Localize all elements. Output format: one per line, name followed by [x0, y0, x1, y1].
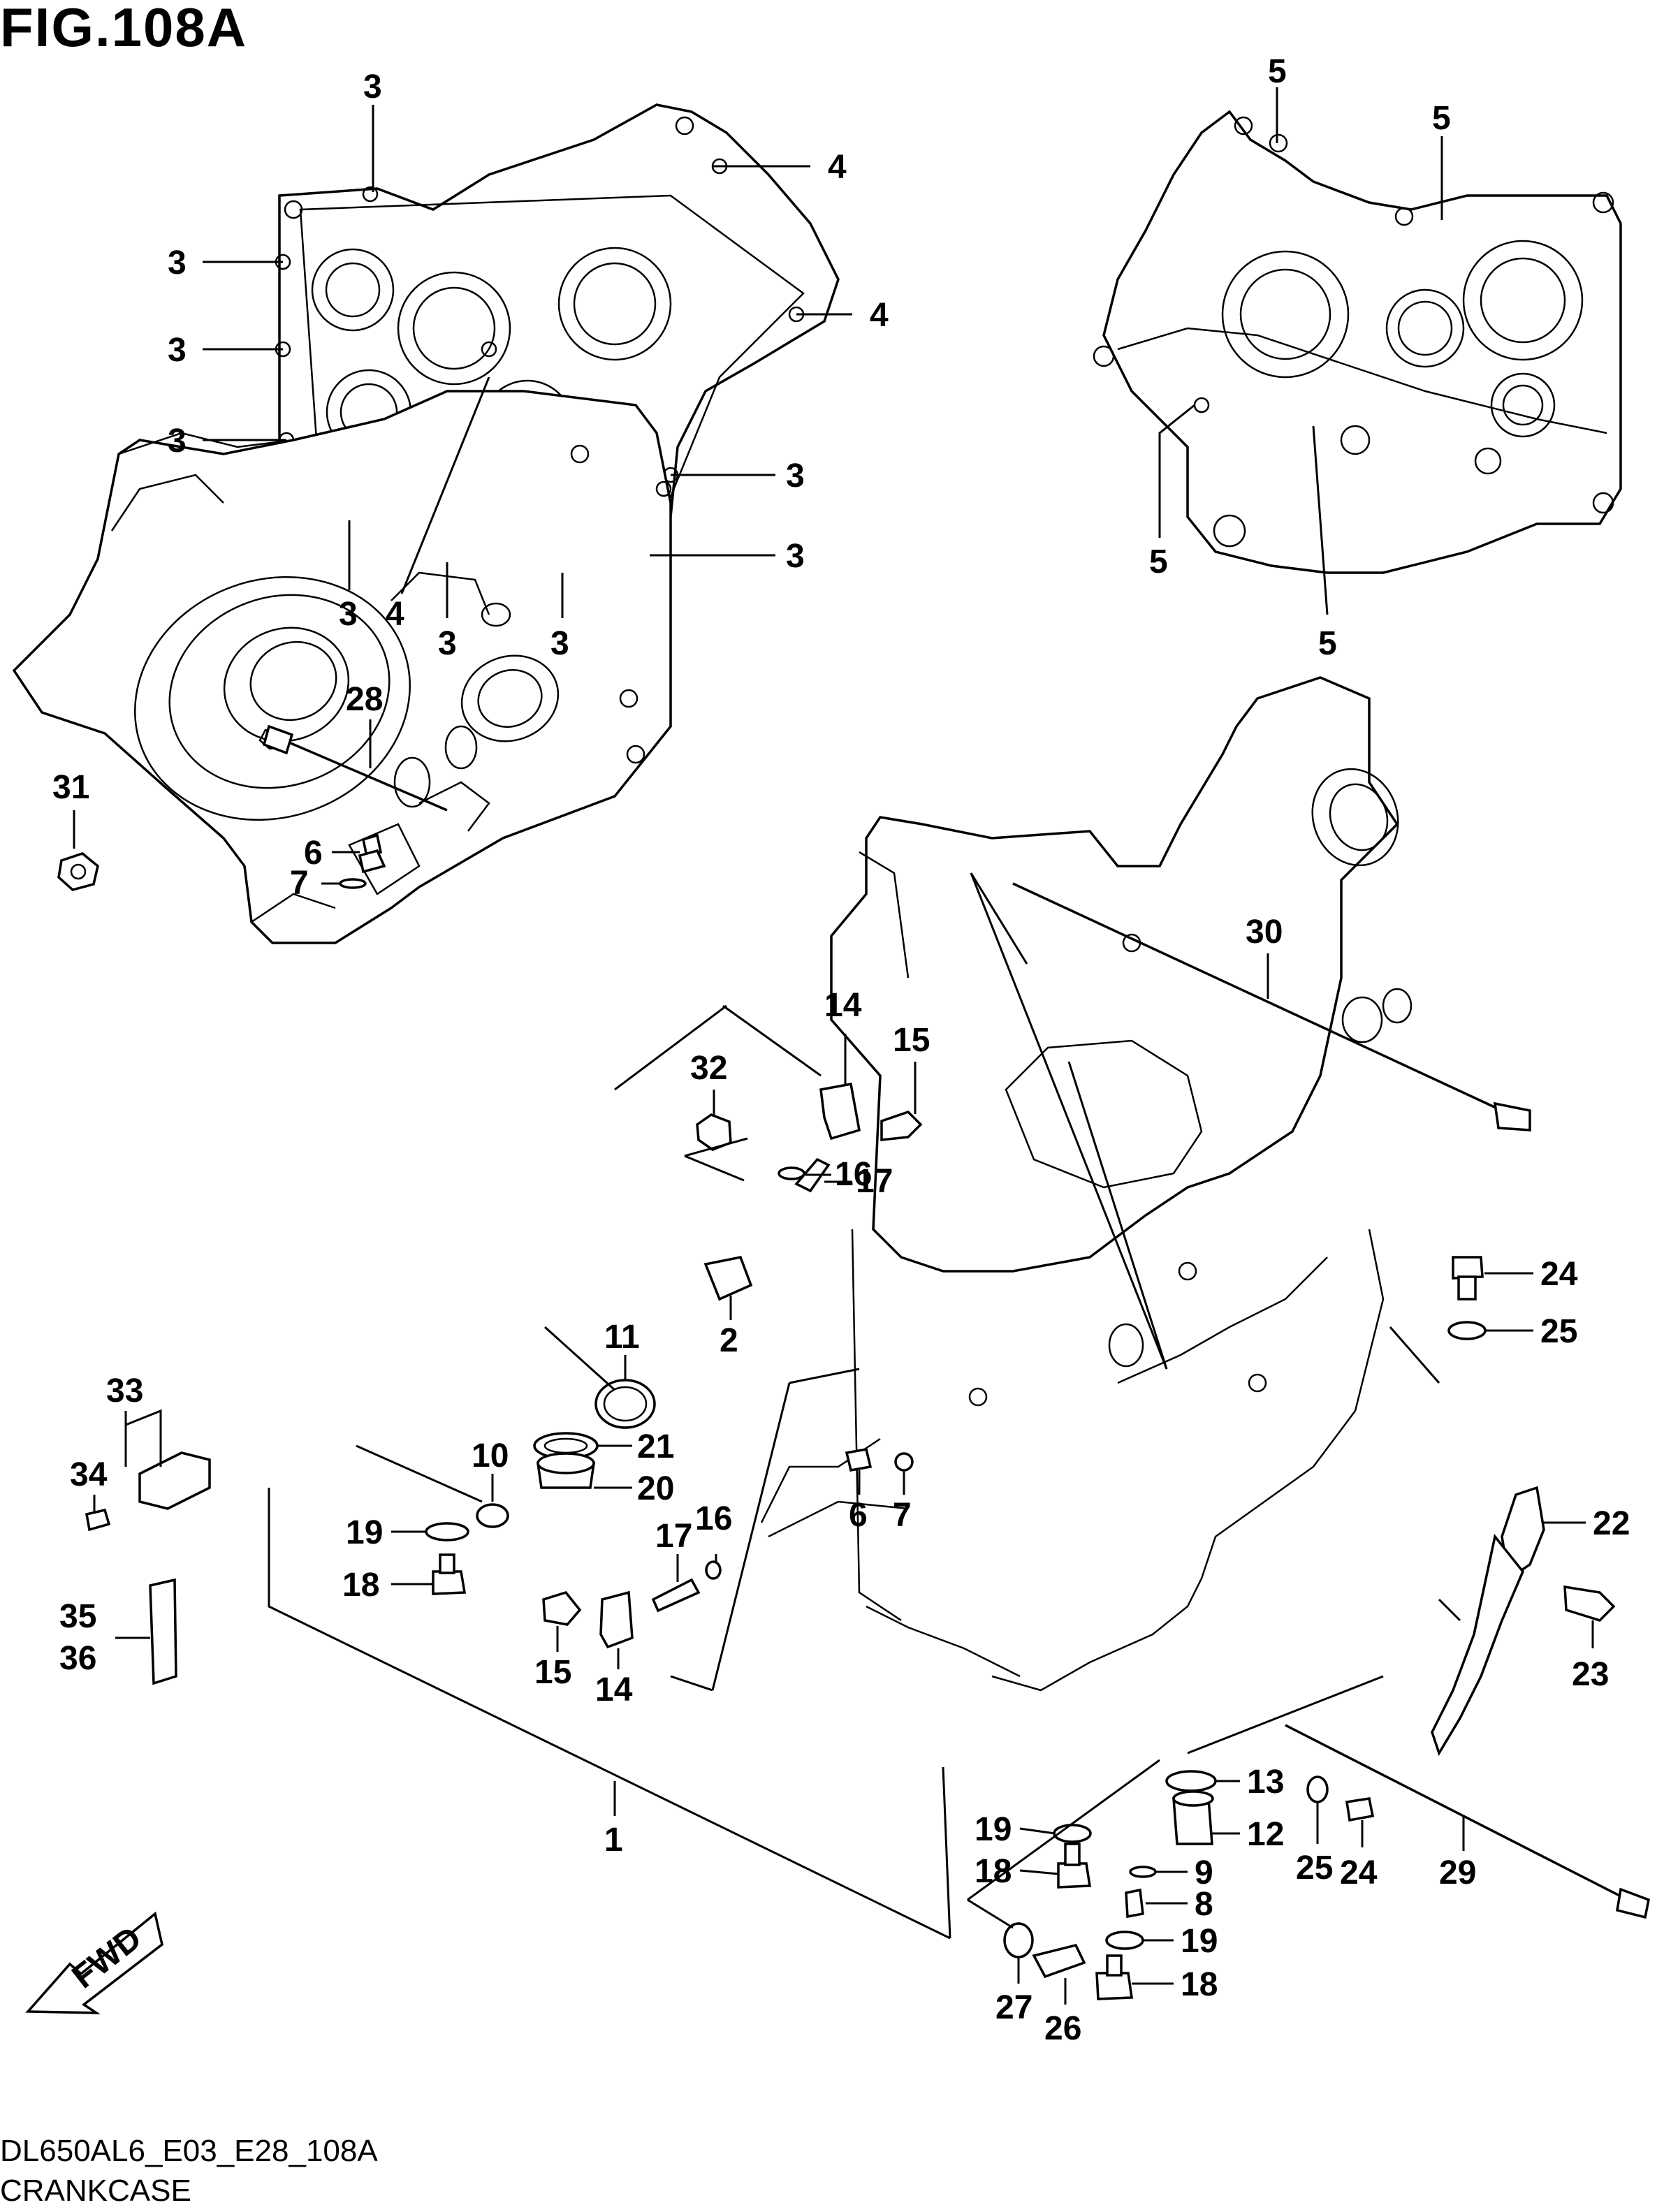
callout-4: 4	[386, 596, 404, 633]
callout-6: 6	[304, 835, 323, 872]
callout-8: 8	[1195, 1886, 1213, 1923]
callout-20: 20	[637, 1470, 674, 1507]
callout-26: 26	[1044, 2010, 1081, 2047]
callout-34: 34	[70, 1456, 108, 1493]
callout-3: 3	[168, 244, 187, 281]
callout-29: 29	[1439, 1854, 1476, 1891]
callout-3: 3	[550, 625, 569, 662]
callout-12: 12	[1247, 1816, 1284, 1853]
callout-16: 16	[695, 1500, 732, 1537]
callout-10: 10	[472, 1437, 509, 1474]
callout-3: 3	[168, 423, 187, 460]
callout-35: 35	[59, 1598, 96, 1635]
callout-21: 21	[637, 1428, 674, 1465]
callout-4: 4	[870, 297, 889, 334]
figure-title: FIG.108A	[0, 0, 248, 58]
callout-7: 7	[290, 865, 309, 902]
callout-18: 18	[1181, 1966, 1218, 2003]
callout-18: 18	[342, 1567, 379, 1604]
callout-28: 28	[346, 681, 383, 718]
right-crankcase	[760, 676, 1413, 1692]
left-crankcase	[12, 390, 672, 944]
callout-4: 4	[828, 149, 847, 186]
callout-19: 19	[975, 1811, 1012, 1848]
callout-32: 32	[690, 1050, 727, 1087]
callout-5: 5	[1318, 625, 1337, 662]
callout-14: 14	[824, 987, 862, 1024]
callout-3: 3	[786, 457, 805, 495]
callout-19: 19	[1181, 1923, 1218, 1960]
figure-code: DL650AL6_E03_E28_108A	[0, 2134, 378, 2168]
callout-7: 7	[893, 1497, 912, 1534]
callout-labels: 3 3 3 3 3 3 3 3 3 4 4 4 5 5 5 5 28 31 6 …	[52, 53, 1630, 2047]
callout-17: 17	[856, 1163, 893, 1200]
callout-23: 23	[1572, 1656, 1609, 1693]
callout-3: 3	[786, 538, 805, 575]
callout-25: 25	[1540, 1313, 1577, 1350]
callout-2: 2	[720, 1322, 738, 1359]
callout-19: 19	[346, 1514, 383, 1551]
callout-15: 15	[893, 1022, 930, 1059]
callout-18: 18	[975, 1853, 1012, 1890]
callout-14: 14	[595, 1671, 633, 1708]
callout-13: 13	[1247, 1764, 1284, 1801]
callout-5: 5	[1432, 100, 1451, 137]
callout-25: 25	[1296, 1850, 1333, 1887]
callout-5: 5	[1149, 543, 1168, 580]
figure-name: CRANKCASE	[0, 2174, 191, 2208]
callout-1: 1	[604, 1822, 623, 1859]
leader-lines	[73, 87, 1594, 2005]
callout-3: 3	[339, 596, 358, 633]
callout-5: 5	[1268, 53, 1287, 90]
callout-3: 3	[438, 625, 457, 662]
callout-27: 27	[995, 1989, 1032, 2026]
callout-6: 6	[849, 1497, 868, 1534]
upper-right-case-half	[1093, 110, 1622, 574]
callout-31: 31	[52, 769, 89, 806]
callout-36: 36	[59, 1640, 96, 1677]
callout-9: 9	[1195, 1854, 1213, 1891]
callout-3: 3	[363, 68, 382, 105]
callout-17: 17	[655, 1518, 692, 1555]
callout-24: 24	[1540, 1256, 1578, 1293]
callout-30: 30	[1246, 914, 1283, 951]
callout-11: 11	[604, 1319, 640, 1356]
callout-22: 22	[1593, 1505, 1630, 1542]
callout-3: 3	[168, 332, 187, 369]
callout-15: 15	[534, 1654, 571, 1691]
callout-16: 16	[835, 1156, 872, 1193]
callout-24: 24	[1340, 1854, 1378, 1891]
callout-33: 33	[106, 1372, 143, 1409]
